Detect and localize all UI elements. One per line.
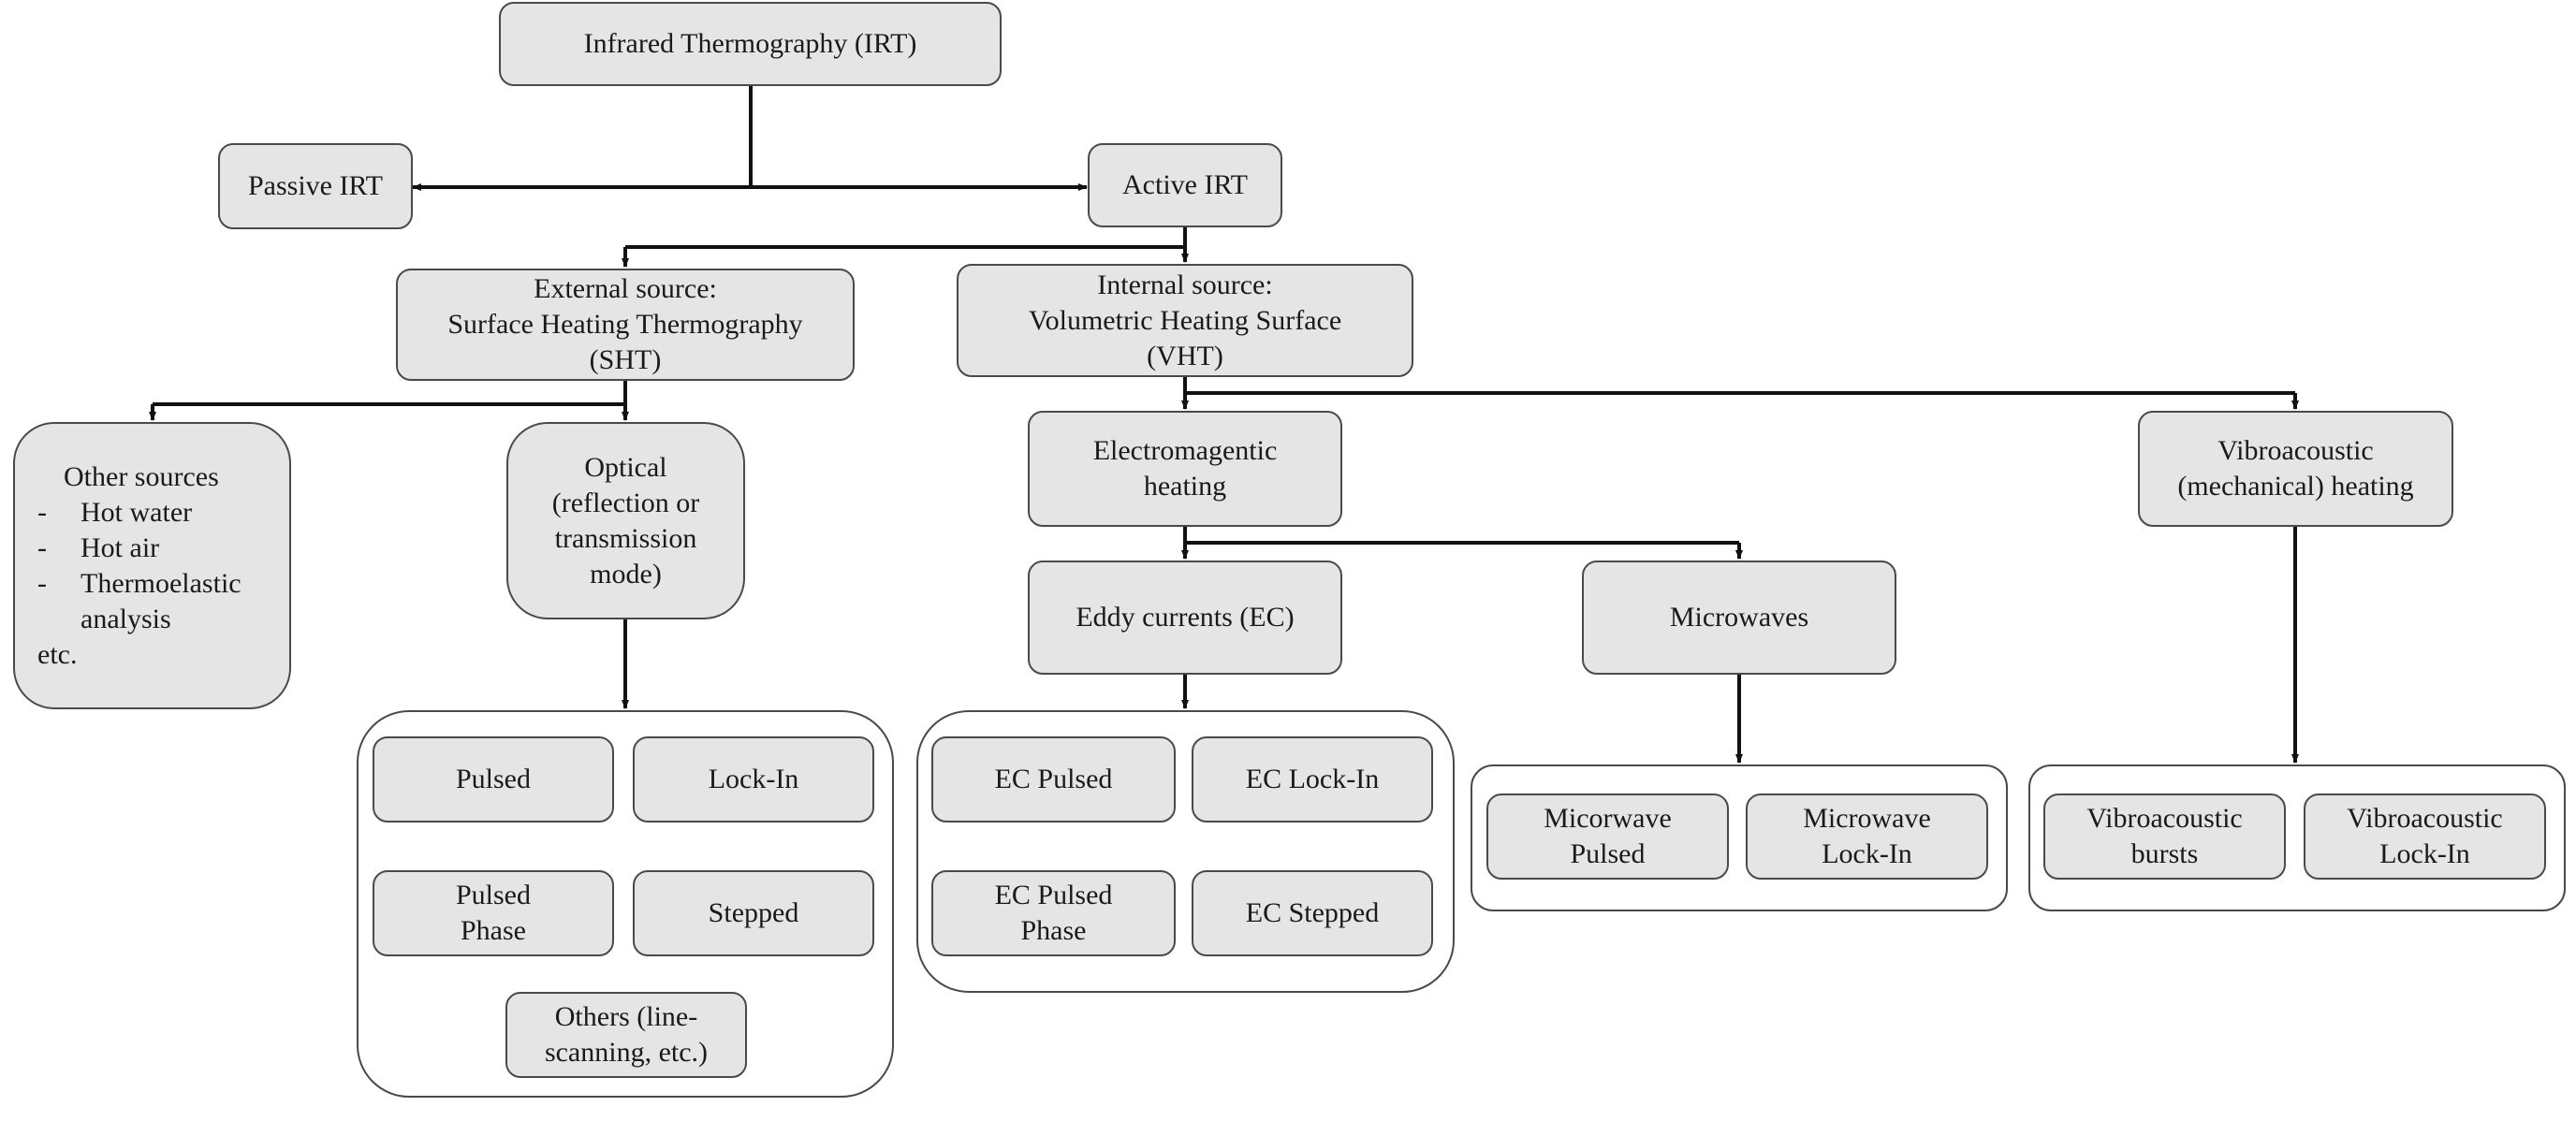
- node-passive-irt: Passive IRT: [218, 143, 413, 229]
- node-label: Microwaves: [1669, 602, 1809, 633]
- node-microwaves: Microwaves: [1582, 560, 1896, 675]
- node-label: Vibroacoustic Lock-In: [2347, 803, 2503, 869]
- node-label: Stepped: [708, 897, 799, 928]
- node-label: Pulsed: [455, 764, 531, 794]
- node-label: Active IRT: [1122, 169, 1248, 200]
- node-eddy-currents: Eddy currents (EC): [1028, 560, 1342, 675]
- list-item-text: Hot air: [80, 531, 160, 563]
- node-label: Internal source: Volumetric Heating Surf…: [1028, 269, 1342, 371]
- method-vibroacoustic-bursts: Vibroacoustic bursts: [2043, 793, 2286, 880]
- method-ec-pulsed-phase: EC Pulsed Phase: [931, 870, 1176, 956]
- node-label: Eddy currents (EC): [1076, 602, 1295, 633]
- node-label: Microwave Lock-In: [1803, 803, 1931, 869]
- node-internal-source: Internal source: Volumetric Heating Surf…: [957, 264, 1413, 377]
- method-ec-stepped: EC Stepped: [1192, 870, 1433, 956]
- node-infrared-thermography: Infrared Thermography (IRT): [499, 2, 1002, 86]
- method-microwave-lock-in: Microwave Lock-In: [1746, 793, 1988, 880]
- node-label: EC Pulsed: [994, 764, 1113, 794]
- node-label: Vibroacoustic (mechanical) heating: [2177, 435, 2414, 502]
- list-item-text: Hot water: [80, 496, 193, 528]
- node-active-irt: Active IRT: [1088, 143, 1282, 227]
- node-optical: Optical (reflection or transmission mode…: [506, 422, 745, 619]
- node-label: Passive IRT: [247, 170, 384, 201]
- method-ec-pulsed: EC Pulsed: [931, 736, 1176, 823]
- other-sources-footer: etc.: [37, 638, 78, 670]
- other-sources-item: -Hot water: [37, 495, 289, 531]
- node-label: Electromagentic heating: [1092, 435, 1278, 502]
- node-label: External source: Surface Heating Thermog…: [447, 273, 803, 375]
- node-label: Lock-In: [708, 764, 799, 794]
- method-pulsed: Pulsed: [373, 736, 614, 823]
- other-sources-item: -Thermoelastic: [37, 566, 289, 602]
- method-microwave-pulsed: Micorwave Pulsed: [1486, 793, 1729, 880]
- node-label: Others (line- scanning, etc.): [544, 1001, 709, 1068]
- node-label: Micorwave Pulsed: [1544, 803, 1672, 869]
- method-others: Others (line- scanning, etc.): [505, 992, 747, 1078]
- method-vibroacoustic-lock-in: Vibroacoustic Lock-In: [2304, 793, 2546, 880]
- other-sources-continuation: analysis: [80, 603, 171, 634]
- node-label: Vibroacoustic bursts: [2086, 803, 2243, 869]
- node-label: EC Lock-In: [1245, 764, 1380, 794]
- node-label: EC Stepped: [1245, 897, 1380, 928]
- other-sources-item: -Hot air: [37, 531, 289, 566]
- node-external-source: External source: Surface Heating Thermog…: [396, 269, 855, 381]
- method-lock-in: Lock-In: [633, 736, 874, 823]
- node-label: Infrared Thermography (IRT): [583, 28, 917, 59]
- other-sources-title: Other sources: [64, 460, 219, 492]
- node-electromagnetic-heating: Electromagentic heating: [1028, 411, 1342, 527]
- node-label: EC Pulsed Phase: [994, 880, 1113, 946]
- node-label: Pulsed Phase: [455, 880, 531, 946]
- node-label: Optical (reflection or transmission mode…: [551, 451, 700, 590]
- method-ec-lock-in: EC Lock-In: [1192, 736, 1433, 823]
- node-vibroacoustic-heating: Vibroacoustic (mechanical) heating: [2138, 411, 2453, 527]
- node-other-sources: Other sources -Hot water -Hot air -Therm…: [13, 422, 291, 709]
- method-pulsed-phase: Pulsed Phase: [373, 870, 614, 956]
- list-item-text: Thermoelastic: [80, 567, 242, 599]
- method-stepped: Stepped: [633, 870, 874, 956]
